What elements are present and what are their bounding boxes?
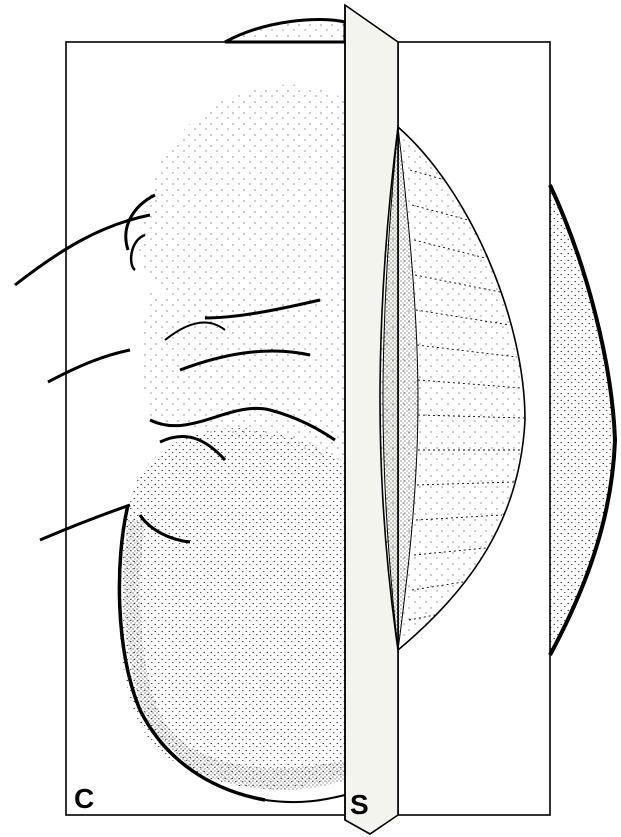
top-bulge [225, 19, 345, 42]
arch-line-1 [15, 215, 150, 285]
sagittal-plane-label: S [350, 789, 369, 820]
arch-line-4 [40, 505, 130, 540]
arch-line-3 [48, 350, 130, 382]
upper-lobe [139, 85, 365, 312]
coronal-plane-label: C [74, 783, 94, 814]
lower-lobe-bottom-outline [265, 795, 345, 802]
embryo-body [15, 85, 365, 802]
sagittal-section [380, 127, 525, 650]
